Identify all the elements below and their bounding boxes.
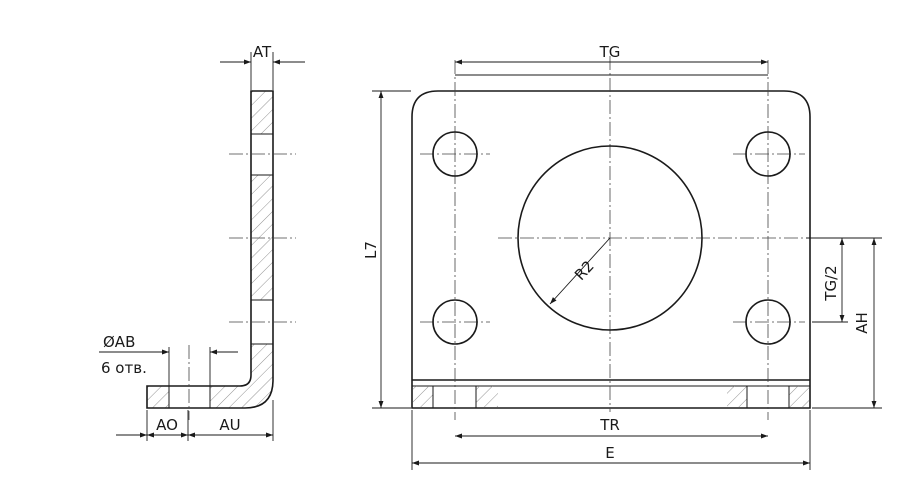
dim-label-l7: L7 [362,241,380,259]
mounting-hole [432,131,478,177]
dim-label-ao: AO [156,416,178,434]
mounting-hole [432,299,478,345]
radius-label-r2: R2 [571,257,598,284]
dim-label-ab: ØAB [103,333,135,351]
mounting-hole [745,299,791,345]
hatch-bend [210,344,273,408]
dim-label-tg: TG [599,43,621,61]
side-view: AT ØAB 6 отв. AO AU [99,43,305,441]
hatch-strip [727,386,747,407]
dim-label-tg-half: TG/2 [822,265,840,301]
hatch-strip [789,386,809,407]
dim-label-e: E [605,444,614,462]
dim-label-tr: TR [599,416,620,434]
dim-label-au: AU [219,416,240,434]
hatch-strip [476,386,498,407]
dim-label-ah: AH [853,312,871,334]
hatch-segment [251,175,273,300]
hatch-foot [147,386,169,408]
mounting-hole [745,131,791,177]
central-bore [517,145,703,331]
hatch-segment [251,91,273,134]
dim-label-at: AT [253,43,272,61]
hatch-strip [413,386,433,407]
side-outline [146,90,274,409]
holes-count-label: 6 отв. [101,359,147,377]
front-view: R2 TG L7 TG/2 AH TR E [362,43,882,470]
plate-outline [411,90,811,409]
